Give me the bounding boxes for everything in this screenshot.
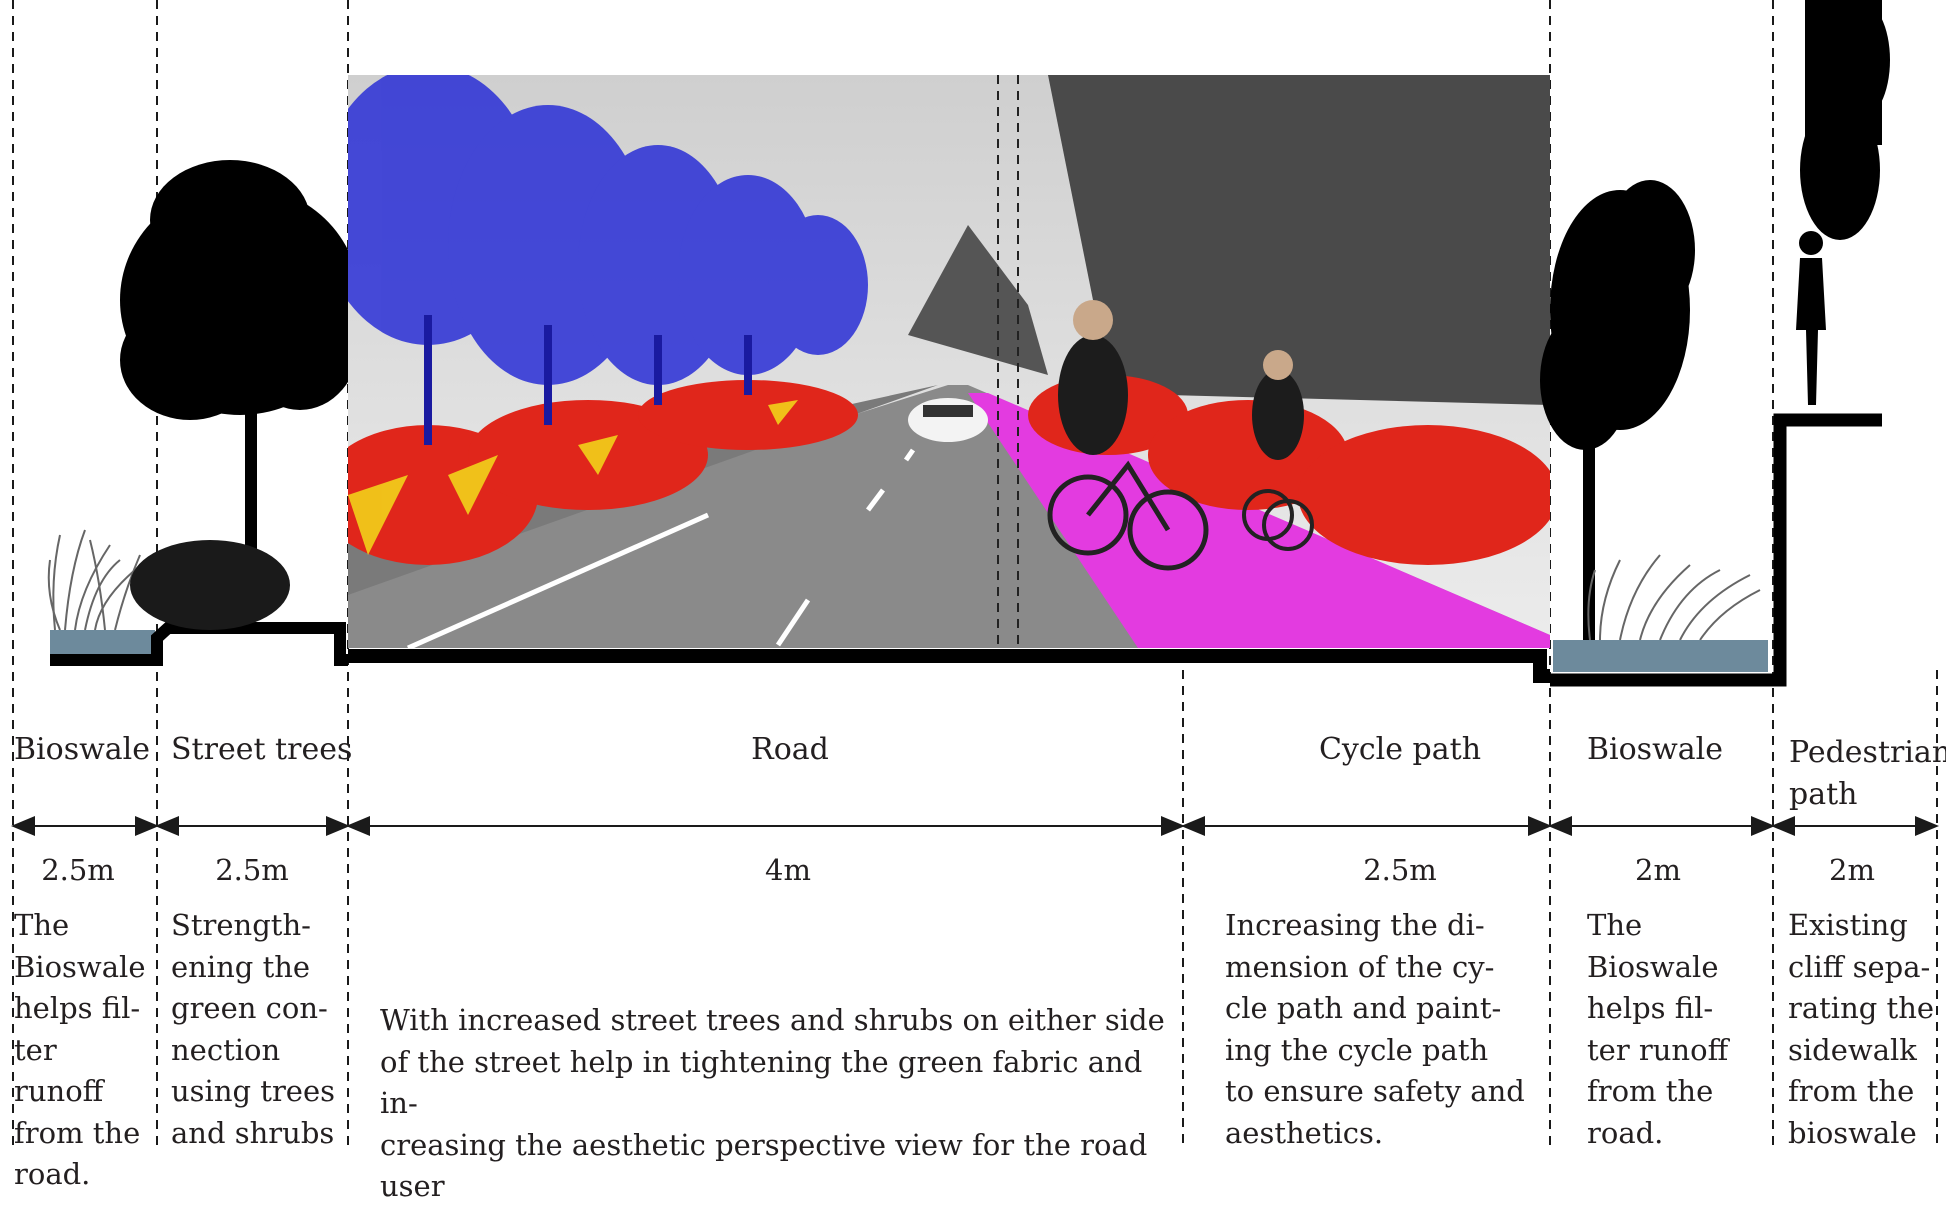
forest-icon	[1048, 75, 1550, 405]
ground-profile	[50, 622, 348, 666]
zone-width-bioswale-left: 2.5m	[41, 853, 115, 887]
cliff-profile	[1550, 413, 1882, 687]
zone-label-pedestrian-path: Pedestrian path	[1789, 735, 1946, 812]
zone-width-pedestrian-path: 2m	[1829, 853, 1875, 887]
shrub-icon	[130, 540, 290, 630]
water-icon	[50, 630, 155, 658]
street-scene	[348, 75, 1550, 648]
zone-width-cycle-path: 2.5m	[1363, 853, 1437, 887]
zone-width-street-trees: 2.5m	[215, 853, 289, 887]
cyclist-icon	[1047, 300, 1209, 571]
pedestrian-icon	[1796, 231, 1826, 405]
zone-label-cycle-path: Cycle path	[1318, 732, 1482, 767]
zone-width-road: 4m	[765, 853, 811, 887]
zone-label-bioswale-right: Bioswale	[1586, 732, 1723, 767]
tree-icon	[1800, 0, 1890, 240]
tree-icon	[1540, 180, 1695, 640]
water-icon	[1553, 640, 1768, 672]
grass-icon	[47, 529, 141, 631]
street-photo	[348, 75, 1550, 648]
zone-label-bioswale-left: Bioswale	[14, 732, 151, 767]
grass-icon	[1587, 554, 1761, 641]
zone-description-bioswale-left: The Bioswale helps fil- ter runoff from …	[14, 908, 146, 1191]
zone-description-road: With increased street trees and shrubs o…	[380, 1003, 1165, 1203]
zone-description-street-trees: Strength- ening the green con- nection u…	[171, 908, 336, 1150]
zone-description-bioswale-right: The Bioswale helps fil- ter runoff from …	[1587, 908, 1729, 1150]
zone-label-street-trees: Street trees	[171, 732, 353, 767]
zone-description-cycle-path: Increasing the di- mension of the cy- cl…	[1225, 908, 1525, 1150]
zone-label-road: Road	[751, 732, 829, 767]
cycle-lane	[968, 393, 1550, 648]
dimension-arrows	[11, 816, 1939, 836]
zone-width-bioswale-right: 2m	[1635, 853, 1681, 887]
left-section-illustration	[47, 160, 360, 666]
tree-icon	[348, 75, 868, 385]
zone-description-pedestrian-path: Existing cliff sepa- rating the sidewalk…	[1788, 908, 1935, 1150]
tree-icon	[120, 160, 360, 580]
right-section-illustration	[1540, 0, 1890, 687]
car-icon	[908, 398, 988, 442]
road-ground-line	[348, 649, 1550, 683]
cyclist-icon	[1242, 350, 1314, 551]
